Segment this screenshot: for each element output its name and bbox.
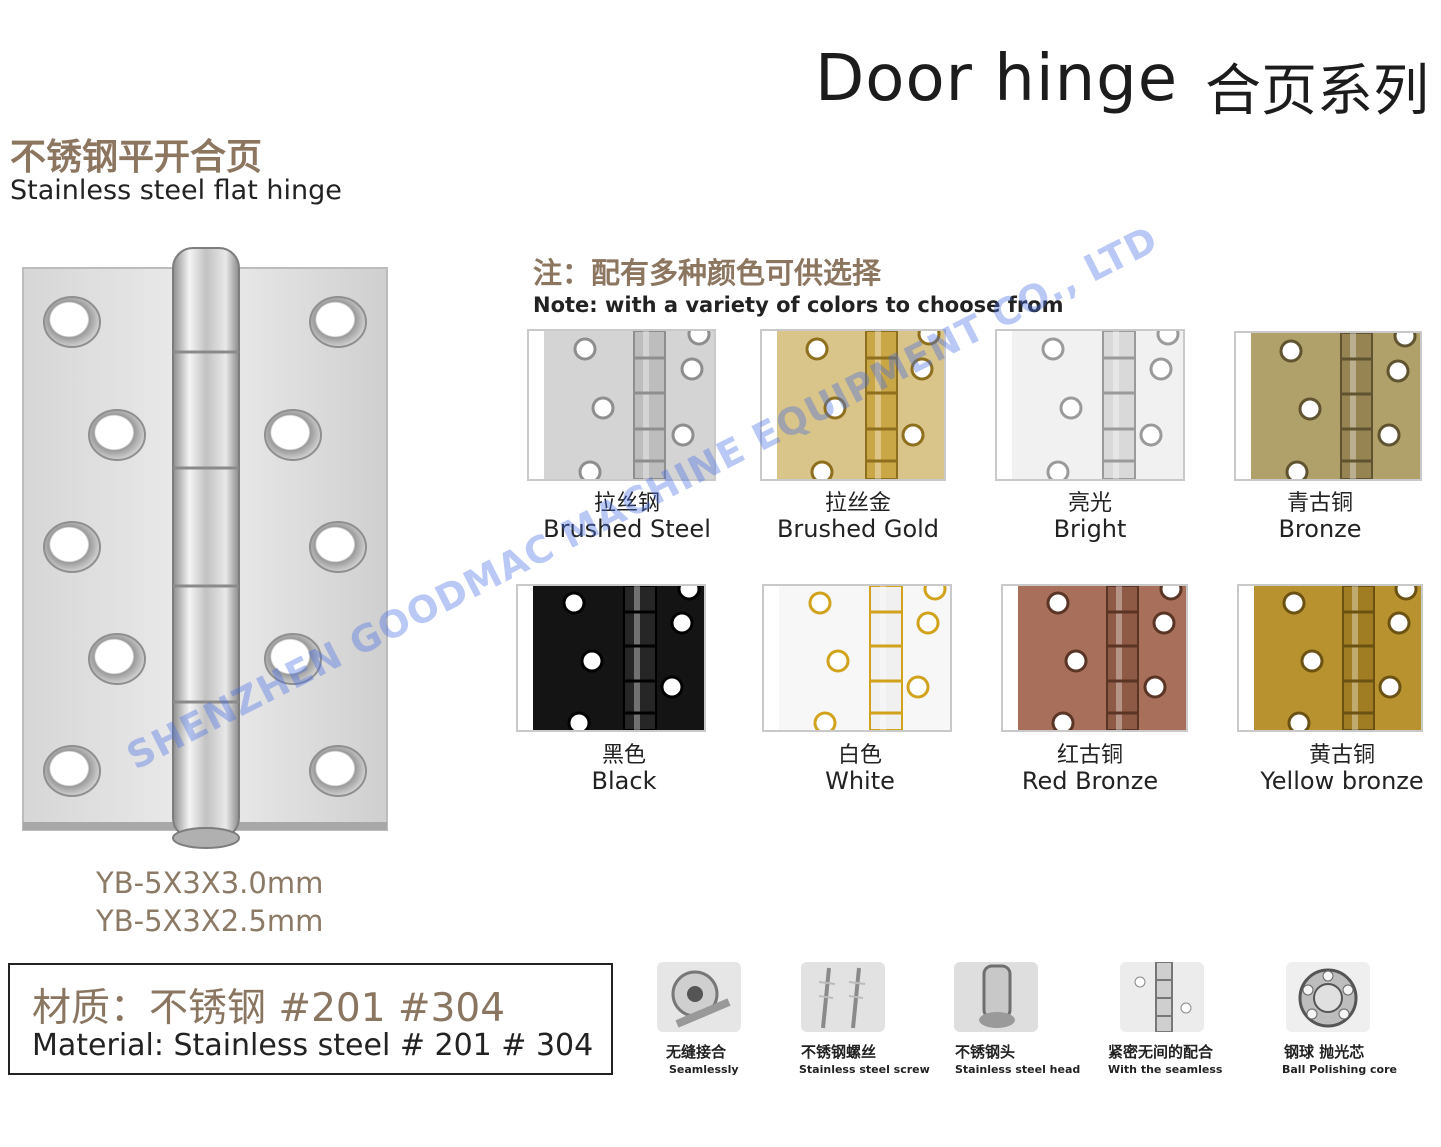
feature-label-chinese: 紧密无间的配合 xyxy=(1108,1043,1214,1061)
feature-image xyxy=(657,962,741,1032)
material-chinese: 材质：不锈钢 #201 #304 xyxy=(32,986,506,1031)
color-name-chinese: 亮光 xyxy=(1067,491,1112,516)
color-name-chinese: 白色 xyxy=(837,743,882,768)
color-swatch-yellow-bronze xyxy=(1237,584,1423,732)
color-name-chinese: 青古铜 xyxy=(1286,491,1353,516)
feature-label-chinese: 不锈钢头 xyxy=(955,1043,1016,1061)
feature-label: Ball Polishing core xyxy=(1282,1063,1397,1076)
note-chinese: 注：配有多种颜色可供选择 xyxy=(533,256,882,290)
model-number: YB-5X3X3.0mm xyxy=(96,866,324,900)
color-swatch-brushed-gold xyxy=(760,329,946,481)
color-name-chinese: 黑色 xyxy=(601,743,646,768)
feature-image xyxy=(801,962,885,1032)
feature-label: Seamlessly xyxy=(669,1063,739,1076)
color-swatch-bronze xyxy=(1234,331,1422,481)
color-name-chinese: 红古铜 xyxy=(1056,743,1123,768)
feature-label-chinese: 不锈钢螺丝 xyxy=(801,1043,877,1061)
feature-image xyxy=(1286,962,1370,1032)
color-swatch-black xyxy=(516,584,706,732)
product-name-chinese: 不锈钢平开合页 xyxy=(10,137,263,178)
note: Note: with a variety of colors to choose… xyxy=(533,293,1064,317)
color-name-chinese: 黄古铜 xyxy=(1308,743,1375,768)
material-box xyxy=(8,963,613,1075)
product-name: Stainless steel flat hinge xyxy=(10,175,342,206)
color-swatch-bright xyxy=(995,329,1185,481)
feature-image xyxy=(954,962,1038,1032)
material: Material: Stainless steel # 201 # 304 xyxy=(32,1028,594,1063)
color-swatch-brushed-steel xyxy=(527,329,716,481)
color-name: Brushed Steel xyxy=(543,515,711,544)
color-name: White xyxy=(825,767,895,796)
color-name: Bronze xyxy=(1278,515,1362,544)
hinge-product-image xyxy=(20,240,390,850)
color-name: Bright xyxy=(1053,515,1127,544)
color-name-chinese: 拉丝金 xyxy=(824,491,891,516)
feature-image xyxy=(1120,962,1204,1032)
color-swatch-red-bronze xyxy=(1001,584,1188,732)
feature-label-chinese: 无缝接合 xyxy=(666,1043,727,1061)
page-title-chinese: 合页系列 xyxy=(1205,59,1429,124)
model-number: YB-5X3X2.5mm xyxy=(96,904,324,938)
page-title: Door hinge xyxy=(815,42,1179,116)
feature-label: Stainless steel head xyxy=(955,1063,1081,1076)
color-swatch-white xyxy=(762,584,952,732)
feature-label-chinese: 钢球 抛光芯 xyxy=(1284,1043,1365,1061)
color-name: Brushed Gold xyxy=(776,515,940,544)
color-name: Yellow bronze xyxy=(1260,767,1424,796)
color-name: Red Bronze xyxy=(1021,767,1159,796)
color-name-chinese: 拉丝钢 xyxy=(593,491,660,516)
feature-label: Stainless steel screw xyxy=(799,1063,930,1076)
color-name: Black xyxy=(591,767,657,796)
feature-label: With the seamless xyxy=(1108,1063,1223,1076)
